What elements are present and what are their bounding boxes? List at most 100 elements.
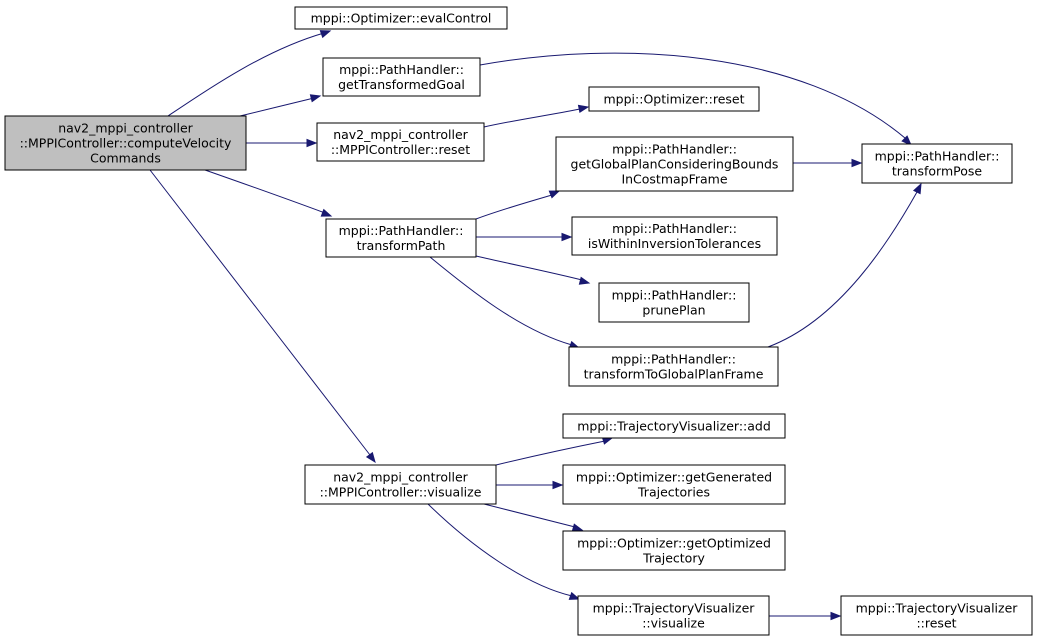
node-prune-plan[interactable]: mppi::PathHandler::prunePlan bbox=[598, 282, 750, 323]
node-label-line: nav2_mppi_controller bbox=[58, 121, 193, 136]
node-label-line: Trajectories bbox=[637, 485, 710, 500]
node-controller-reset[interactable]: nav2_mppi_controller::MPPIController::re… bbox=[316, 122, 485, 162]
node-label-line: ::visualize bbox=[642, 616, 705, 631]
edge-arrowhead bbox=[320, 208, 333, 217]
node-box bbox=[325, 218, 477, 258]
edge-computeVelocityCommands-to-transformPath bbox=[204, 169, 333, 217]
edge-arrowhead bbox=[912, 182, 922, 195]
edge-arrowhead bbox=[319, 30, 332, 39]
edge-transformPath-to-transformToGlobal bbox=[429, 256, 581, 349]
node-optimizer-reset[interactable]: mppi::Optimizer::reset bbox=[588, 86, 760, 112]
node-label-line: getTransformedGoal bbox=[338, 77, 465, 92]
node-label-line: transformToGlobalPlanFrame bbox=[584, 367, 764, 382]
node-box bbox=[555, 136, 794, 192]
node-label-line: mppi::PathHandler:: bbox=[339, 223, 464, 238]
node-label-line: isWithinInversionTolerances bbox=[588, 236, 761, 251]
node-box bbox=[322, 57, 481, 97]
node-box bbox=[861, 143, 1013, 184]
node-label-line: transformPose bbox=[892, 164, 983, 179]
edge-line bbox=[167, 32, 325, 117]
node-label-line: InCostmapFrame bbox=[621, 172, 727, 187]
node-label-line: mppi::PathHandler:: bbox=[611, 352, 736, 367]
edge-computeVelocityCommands-to-controllerReset bbox=[246, 138, 318, 148]
node-label-line: ::reset bbox=[916, 616, 956, 631]
node-box bbox=[562, 464, 786, 505]
node-box bbox=[562, 530, 786, 571]
edge-getGlobalPlan-to-transformPose bbox=[793, 158, 863, 168]
node-box bbox=[562, 413, 786, 439]
edge-line bbox=[483, 503, 576, 528]
node-is-within-inversion[interactable]: mppi::PathHandler::isWithinInversionTole… bbox=[571, 216, 778, 256]
node-label-line: ::MPPIController::computeVelocity bbox=[20, 136, 232, 151]
edge-line bbox=[475, 194, 553, 220]
node-box bbox=[568, 346, 779, 387]
node-box bbox=[598, 282, 750, 323]
node-eval-control[interactable]: mppi::Optimizer::evalControl bbox=[294, 6, 508, 30]
node-label-line: mppi::PathHandler:: bbox=[875, 149, 1000, 164]
node-box bbox=[840, 595, 1033, 636]
node-compute-velocity-commands[interactable]: nav2_mppi_controller::MPPIController::co… bbox=[4, 115, 247, 171]
node-label-line: Trajectory bbox=[642, 551, 705, 566]
edge-line bbox=[767, 191, 918, 348]
edge-transformToGlobal-to-transformPose bbox=[767, 182, 922, 348]
node-label-line: ::MPPIController::reset bbox=[331, 142, 470, 157]
edge-arrowhead bbox=[830, 611, 842, 621]
node-label-line: mppi::PathHandler:: bbox=[612, 221, 737, 236]
node-box bbox=[316, 122, 485, 162]
node-label-line: transformPath bbox=[357, 238, 446, 253]
node-label-line: mppi::Optimizer::getGenerated bbox=[576, 470, 772, 485]
edge-line bbox=[495, 440, 606, 466]
node-label-line: mppi::Optimizer::evalControl bbox=[311, 11, 492, 26]
edge-arrowhead bbox=[578, 276, 591, 285]
node-vis-visualize[interactable]: mppi::TrajectoryVisualizer::visualize bbox=[577, 595, 770, 636]
node-vis-reset[interactable]: mppi::TrajectoryVisualizer::reset bbox=[840, 595, 1033, 636]
node-label-line: nav2_mppi_controller bbox=[333, 127, 468, 142]
node-label-line: prunePlan bbox=[642, 303, 705, 318]
node-get-global-plan[interactable]: mppi::PathHandler::getGlobalPlanConsider… bbox=[555, 136, 794, 192]
node-label-line: ::MPPIController::visualize bbox=[320, 485, 482, 500]
edge-arrowhead bbox=[571, 523, 584, 532]
node-label-line: mppi::TrajectoryVisualizer bbox=[856, 601, 1019, 616]
node-transform-pose[interactable]: mppi::PathHandler::transformPose bbox=[861, 143, 1013, 184]
node-transform-path[interactable]: mppi::PathHandler::transformPath bbox=[325, 218, 477, 258]
node-label-line: getGlobalPlanConsideringBounds bbox=[571, 157, 779, 172]
function-nodes: nav2_mppi_controller::MPPIController::co… bbox=[4, 6, 1033, 636]
edge-arrowhead bbox=[309, 94, 322, 103]
node-get-transformed-goal[interactable]: mppi::PathHandler::getTransformedGoal bbox=[322, 57, 481, 97]
edge-controllerVisualize-to-getOptimized bbox=[483, 503, 584, 532]
edge-line bbox=[204, 169, 326, 214]
node-box bbox=[294, 6, 508, 30]
node-box bbox=[571, 216, 778, 256]
edge-transformPath-to-getGlobalPlan bbox=[475, 190, 561, 220]
edge-arrowhead bbox=[561, 232, 573, 242]
node-label-line: Commands bbox=[90, 151, 161, 166]
edge-computeVelocityCommands-to-getTransformedGoal bbox=[239, 94, 322, 117]
node-get-generated[interactable]: mppi::Optimizer::getGeneratedTrajectorie… bbox=[562, 464, 786, 505]
node-transform-to-global[interactable]: mppi::PathHandler::transformToGlobalPlan… bbox=[568, 346, 779, 387]
node-controller-visualize[interactable]: nav2_mppi_controller::MPPIController::vi… bbox=[304, 464, 497, 505]
node-label-line: mppi::PathHandler:: bbox=[612, 288, 737, 303]
node-box bbox=[577, 595, 770, 636]
edge-computeVelocityCommands-to-controllerVisualize bbox=[149, 169, 376, 464]
node-label-line: mppi::PathHandler:: bbox=[339, 62, 464, 77]
node-label-line: mppi::Optimizer::reset bbox=[604, 92, 745, 107]
node-vis-add[interactable]: mppi::TrajectoryVisualizer::add bbox=[562, 413, 786, 439]
edge-transformPath-to-isWithinInversion bbox=[476, 232, 573, 242]
node-label-line: mppi::Optimizer::getOptimized bbox=[577, 536, 771, 551]
edge-line bbox=[239, 97, 315, 117]
edge-line bbox=[429, 256, 573, 346]
edge-line bbox=[483, 108, 581, 128]
edge-line bbox=[475, 255, 583, 281]
node-label-line: mppi::PathHandler:: bbox=[612, 142, 737, 157]
edge-controllerReset-to-optimizerReset bbox=[483, 104, 590, 128]
node-box bbox=[4, 115, 247, 171]
node-box bbox=[304, 464, 497, 505]
edge-transformPath-to-prunePlan bbox=[475, 255, 591, 285]
node-label-line: mppi::TrajectoryVisualizer::add bbox=[577, 419, 771, 434]
edge-line bbox=[427, 503, 573, 597]
edge-controllerVisualize-to-visVisualize bbox=[427, 503, 581, 600]
edge-visVisualize-to-visReset bbox=[769, 611, 842, 621]
edge-getTransformedGoal-to-transformPose bbox=[479, 52, 912, 146]
